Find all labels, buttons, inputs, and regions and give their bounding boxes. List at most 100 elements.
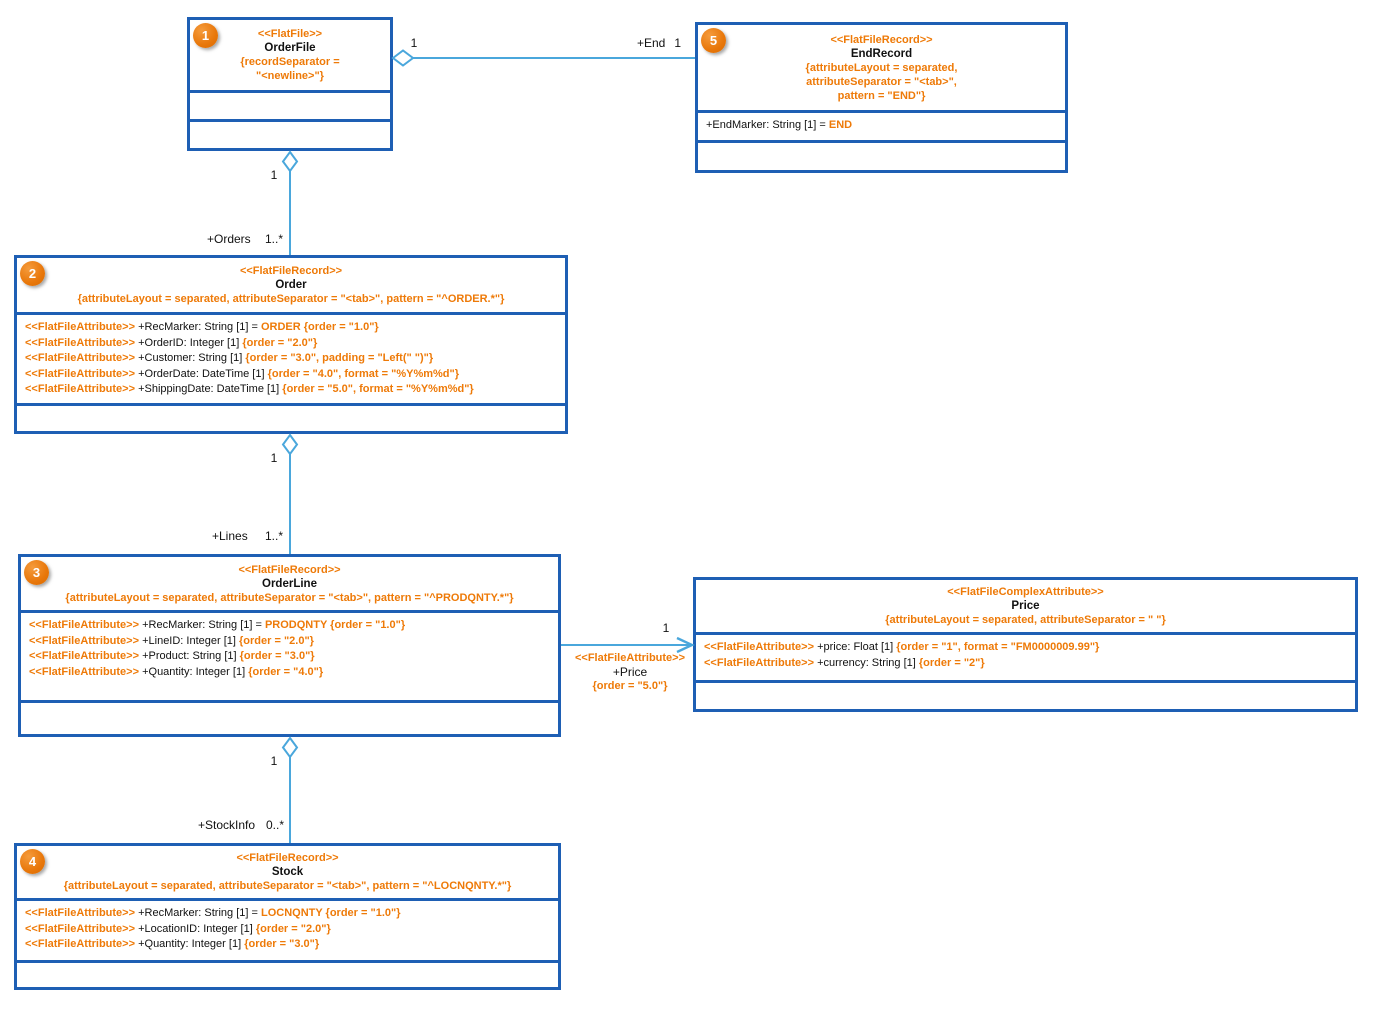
class-constraint: {recordSeparator = "<newline>"}: [240, 56, 340, 82]
stereotype-label: <<FlatFileRecord>>: [239, 265, 343, 277]
constraint-label: {order = "5.0"}: [592, 680, 668, 692]
role-label: +Price: [612, 665, 648, 679]
attribute-text: +ShippingDate: DateTime [1]: [135, 383, 283, 395]
attribute-stereotype-or-tag: {order = "2"}: [918, 656, 985, 669]
operations-compartment: [190, 122, 390, 148]
attribute-stereotype-or-tag: <<FlatFileAttribute>>: [25, 907, 136, 919]
class-orderfile[interactable]: 1 <<FlatFile>> OrderFile {recordSeparato…: [187, 17, 393, 151]
role-label: +End: [637, 36, 666, 50]
attribute-row: <<FlatFileAttribute>> +OrderDate: DateTi…: [25, 367, 557, 383]
attribute-text: +Quantity: Integer [1]: [135, 938, 245, 950]
aggregation-diamond-icon: [391, 49, 415, 67]
multiplicity-label: 1: [270, 451, 278, 465]
attribute-stereotype-or-tag: {order = "4.0", format = "%Y%m%d"}: [267, 367, 460, 380]
attribute-stereotype-or-tag: <<FlatFileAttribute>>: [29, 619, 140, 631]
attributes-compartment: +EndMarker: String [1] = END: [698, 113, 1065, 143]
attribute-stereotype-or-tag: <<FlatFileAttribute>>: [25, 938, 136, 950]
attribute-stereotype-or-tag: {order = "1", format = "FM0000009.99"}: [896, 641, 1100, 653]
attribute-stereotype-or-tag: <<FlatFileAttribute>>: [25, 922, 136, 935]
attribute-stereotype-or-tag: {order = "2.0"}: [242, 336, 318, 349]
attribute-stereotype-or-tag: PRODQNTY {order = "1.0"}: [264, 619, 406, 631]
attribute-stereotype-or-tag: <<FlatFileAttribute>>: [29, 650, 140, 662]
attribute-text: +Quantity: Integer [1]: [139, 665, 249, 678]
class-order[interactable]: 2 <<FlatFileRecord>> Order {attributeLay…: [14, 255, 568, 434]
attribute-stereotype-or-tag: <<FlatFileAttribute>>: [29, 665, 140, 678]
operations-compartment: [21, 703, 558, 734]
attribute-text: +price: Float [1]: [814, 641, 897, 653]
attribute-stereotype-or-tag: LOCNQNTY {order = "1.0"}: [260, 907, 401, 919]
attribute-stereotype-or-tag: {order = "5.0", format = "%Y%m%d"}: [282, 383, 474, 395]
step-badge-4: 4: [20, 849, 45, 874]
class-orderline[interactable]: 3 <<FlatFileRecord>> OrderLine {attribut…: [18, 554, 561, 737]
class-name: EndRecord: [850, 47, 913, 60]
step-badge-5: 5: [701, 28, 726, 53]
attribute-stereotype-or-tag: {order = "3.0"}: [239, 650, 315, 662]
attribute-row: +EndMarker: String [1] = END: [706, 118, 1057, 134]
attribute-text: +currency: String [1]: [814, 656, 919, 669]
role-label: +Lines: [212, 529, 248, 543]
multiplicity-label: 1: [410, 36, 418, 50]
attribute-row: <<FlatFileAttribute>> +RecMarker: String…: [25, 906, 550, 922]
class-header: <<FlatFileRecord>> OrderLine {attributeL…: [21, 557, 558, 613]
operations-compartment: [17, 406, 565, 431]
stereotype-label: <<FlatFileRecord>>: [236, 852, 339, 864]
class-constraint: {attributeLayout = separated, attributeS…: [65, 591, 514, 604]
multiplicity-label: 1..*: [264, 232, 283, 246]
class-name: Price: [1011, 600, 1040, 612]
attributes-compartment: <<FlatFileAttribute>> +RecMarker: String…: [21, 613, 558, 703]
attribute-text: +RecMarker: String [1] =: [135, 907, 261, 919]
attribute-stereotype-or-tag: ORDER {order = "1.0"}: [260, 321, 379, 333]
class-constraint: {attributeLayout = separated, attributeS…: [77, 293, 505, 305]
attribute-row: <<FlatFileAttribute>> +Customer: String …: [25, 351, 557, 367]
class-name: OrderFile: [264, 42, 316, 54]
attribute-row: <<FlatFileAttribute>> +RecMarker: String…: [25, 320, 557, 336]
attribute-text: +Customer: String [1]: [135, 352, 246, 364]
attribute-text: +OrderID: Integer [1]: [135, 336, 243, 349]
attribute-stereotype-or-tag: <<FlatFileAttribute>>: [25, 383, 136, 395]
aggregation-diamond-icon: [281, 433, 299, 456]
attribute-row: <<FlatFileAttribute>> +LineID: Integer […: [29, 634, 550, 650]
attribute-text: +OrderDate: DateTime [1]: [135, 367, 268, 380]
association-attribute-label: <<FlatFileAttribute>> +Price {order = "5…: [566, 651, 694, 693]
attribute-row: <<FlatFileAttribute>> +ShippingDate: Dat…: [25, 382, 557, 398]
class-header: <<FlatFile>> OrderFile {recordSeparator …: [190, 20, 390, 93]
class-header: <<FlatFileComplexAttribute>> Price {attr…: [696, 580, 1355, 635]
multiplicity-label: 1: [270, 168, 278, 182]
attribute-text: +RecMarker: String [1] =: [139, 619, 265, 631]
attribute-stereotype-or-tag: END: [828, 119, 853, 131]
class-endrecord[interactable]: 5 <<FlatFileRecord>> EndRecord {attribut…: [695, 22, 1068, 173]
stereotype-label: <<FlatFile>>: [257, 28, 323, 40]
operations-compartment: [698, 143, 1065, 170]
class-name: Order: [275, 279, 307, 291]
class-header: <<FlatFileRecord>> EndRecord {attributeL…: [698, 25, 1065, 113]
attribute-text: +LineID: Integer [1]: [139, 634, 240, 647]
class-constraint: {attributeLayout = separated, attributeS…: [63, 880, 512, 892]
class-header: <<FlatFileRecord>> Order {attributeLayou…: [17, 258, 565, 315]
multiplicity-label: 1..*: [264, 529, 283, 543]
class-constraint: {attributeLayout = separated, attributeS…: [805, 61, 958, 102]
attribute-row: <<FlatFileAttribute>> +price: Float [1] …: [704, 640, 1347, 656]
step-badge-3: 3: [24, 560, 49, 585]
aggregation-diamond-icon: [281, 736, 299, 759]
attribute-stereotype-or-tag: <<FlatFileAttribute>>: [25, 367, 136, 380]
class-name: OrderLine: [262, 577, 317, 590]
attributes-compartment: <<FlatFileAttribute>> +RecMarker: String…: [17, 901, 558, 963]
multiplicity-label: 1: [674, 36, 681, 50]
stereotype-label: <<FlatFileComplexAttribute>>: [947, 586, 1104, 598]
stereotype-label: <<FlatFileRecord>>: [238, 563, 341, 576]
attribute-row: <<FlatFileAttribute>> +Quantity: Integer…: [29, 665, 550, 681]
class-name: Stock: [271, 866, 304, 878]
role-label: +StockInfo: [198, 818, 256, 832]
class-stock[interactable]: 4 <<FlatFileRecord>> Stock {attributeLay…: [14, 843, 561, 990]
attribute-stereotype-or-tag: {order = "3.0"}: [244, 938, 320, 950]
attribute-stereotype-or-tag: <<FlatFileAttribute>>: [25, 336, 136, 349]
attribute-row: <<FlatFileAttribute>> +OrderID: Integer …: [25, 336, 557, 352]
class-header: <<FlatFileRecord>> Stock {attributeLayou…: [17, 846, 558, 901]
class-price[interactable]: <<FlatFileComplexAttribute>> Price {attr…: [693, 577, 1358, 712]
attribute-text: +Product: String [1]: [139, 650, 240, 662]
multiplicity-label: 1: [270, 754, 278, 768]
operations-compartment: [17, 963, 558, 987]
class-constraint: {attributeLayout = separated, attributeS…: [885, 614, 1166, 626]
attribute-stereotype-or-tag: {order = "2.0"}: [255, 922, 331, 935]
